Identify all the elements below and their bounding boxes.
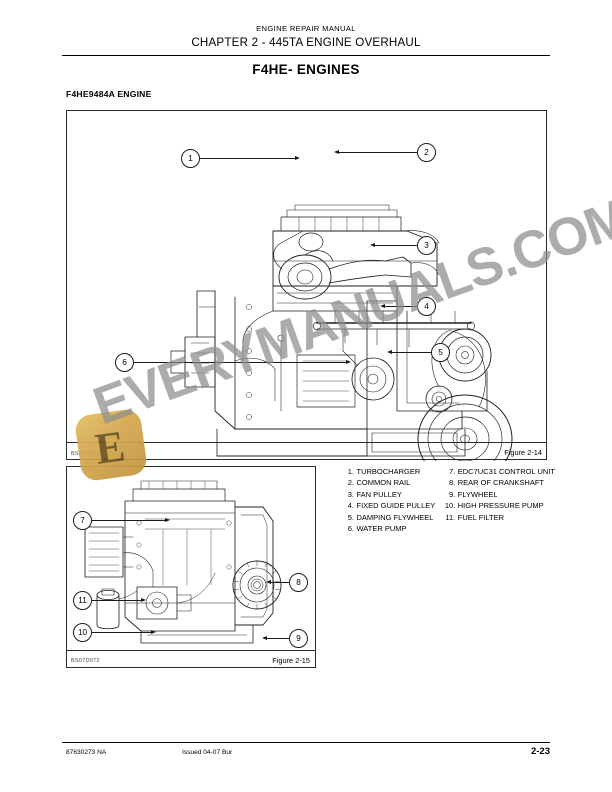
leader-line-5 [392, 352, 431, 353]
leader-arrow-4 [380, 303, 385, 308]
legend-item: 10. HIGH PRESSURE PUMP [442, 500, 555, 511]
leader-line-4 [385, 306, 417, 307]
legend-item: 1. TURBOCHARGER [345, 466, 436, 477]
header-chapter-title: CHAPTER 2 - 445TA ENGINE OVERHAUL [191, 36, 421, 49]
legend-item: 4. FIXED GUIDE PULLEY [345, 500, 436, 511]
leader-line-11 [92, 600, 144, 601]
legend-label: FUEL FILTER [457, 512, 505, 522]
leader-arrow-10 [151, 629, 156, 634]
leader-line-3 [375, 245, 417, 246]
legend-label: FIXED GUIDE PULLEY [356, 501, 436, 511]
callout-8: 8 [289, 573, 308, 592]
callout-4: 4 [417, 297, 436, 316]
leader-arrow-9 [262, 635, 267, 640]
header-manual-name: ENGINE REPAIR MANUAL [256, 24, 356, 33]
legend-label: HIGH PRESSURE PUMP [457, 501, 544, 511]
page-header: ENGINE REPAIR MANUAL CHAPTER 2 - 445TA E… [62, 24, 550, 49]
legend-number: 1. [347, 467, 354, 476]
legend-number: 7. [448, 467, 456, 476]
figure-2-15: 7 8 9 10 11 BS07D072 Figure 2-15 [66, 466, 316, 668]
callout-7: 7 [73, 511, 92, 530]
figure-2-14: 1 2 3 4 5 6 BS07D071 Figure 2-14 [66, 110, 547, 461]
engine-drawing-side-view [170, 204, 513, 461]
legend-number: 5. [347, 512, 354, 522]
legend-number: 9. [448, 489, 456, 499]
legend-label: DAMPING FLYWHEEL [356, 512, 434, 522]
leader-arrow-3 [370, 242, 375, 247]
legend-item: 5. DAMPING FLYWHEEL [345, 512, 436, 523]
leader-line-1 [200, 158, 298, 159]
legend-number: 6. [347, 524, 354, 534]
leader-line-7 [92, 520, 168, 521]
page-title: F4HE- ENGINES [252, 62, 360, 77]
legend-number: 10. [444, 501, 456, 511]
legend-number: 11. [445, 512, 456, 522]
leader-arrow-7 [165, 517, 170, 522]
legend-label: EDC7UC31 CONTROL UNIT [457, 467, 555, 476]
legend-item: 2. COMMON RAIL [345, 477, 436, 488]
legend-number: 3. [347, 489, 354, 499]
figure-2-14-caption-divider [67, 442, 546, 443]
callout-9: 9 [289, 629, 308, 648]
legend-item: 6. WATER PUMP [345, 523, 436, 534]
leader-arrow-2 [334, 149, 339, 154]
leader-line-10 [92, 632, 154, 633]
figure-2-15-caption-divider [67, 650, 315, 651]
footer-page-number: 2-23 [530, 746, 550, 757]
leader-arrow-6 [346, 359, 351, 364]
figure-2-14-caption: Figure 2-14 [504, 448, 542, 457]
legend-label: COMMON RAIL [356, 478, 411, 488]
leader-arrow-11 [141, 597, 146, 602]
legend-item: 7. EDC7UC31 CONTROL UNIT [442, 466, 555, 477]
legend-column-left: 1. TURBOCHARGER 2. COMMON RAIL 3. FAN PU… [345, 466, 436, 534]
leader-line-9 [267, 638, 289, 639]
leader-arrow-1 [295, 155, 300, 160]
legend-column-right: 7. EDC7UC31 CONTROL UNIT 8. REAR OF CRAN… [442, 466, 555, 534]
leader-line-2 [339, 152, 417, 153]
callout-6: 6 [115, 353, 134, 372]
footer-issue-date: Issued 04-07 Bur [182, 749, 233, 756]
callout-11: 11 [73, 591, 92, 610]
section-heading: F4HE9484A ENGINE [66, 89, 152, 99]
leader-line-6 [134, 362, 349, 363]
footer-divider [62, 742, 550, 743]
legend-number: 4. [347, 501, 354, 511]
legend-label: FAN PULLEY [356, 489, 402, 499]
legend-item: 9. FLYWHEEL [442, 489, 555, 500]
callout-1: 1 [181, 149, 200, 168]
legend-item: 3. FAN PULLEY [345, 489, 436, 500]
leader-arrow-8 [266, 579, 271, 584]
engine-drawing-rear-view [84, 480, 282, 644]
callout-3: 3 [417, 236, 436, 255]
figure-2-15-code: BS07D072 [71, 658, 100, 664]
legend-number: 8. [448, 478, 456, 488]
legend-label: FLYWHEEL [457, 489, 498, 499]
legend-label: TURBOCHARGER [356, 467, 421, 476]
callout-2: 2 [417, 143, 436, 162]
legend-item: 8. REAR OF CRANKSHAFT [442, 477, 555, 488]
legend-label: REAR OF CRANKSHAFT [457, 478, 545, 488]
legend-label: WATER PUMP [356, 524, 407, 534]
header-divider [62, 55, 550, 56]
legend-item: 11. FUEL FILTER [442, 512, 555, 523]
callout-10: 10 [73, 623, 92, 642]
callout-5: 5 [431, 343, 450, 362]
legend-number: 2. [347, 478, 354, 488]
figure-2-14-code: BS07D071 [71, 451, 100, 457]
component-legend: 1. TURBOCHARGER 2. COMMON RAIL 3. FAN PU… [345, 466, 555, 534]
leader-line-8 [271, 582, 289, 583]
footer-part-number: 87630273 NA [66, 749, 107, 756]
leader-arrow-5 [387, 349, 392, 354]
figure-2-15-caption: Figure 2-15 [272, 656, 310, 665]
